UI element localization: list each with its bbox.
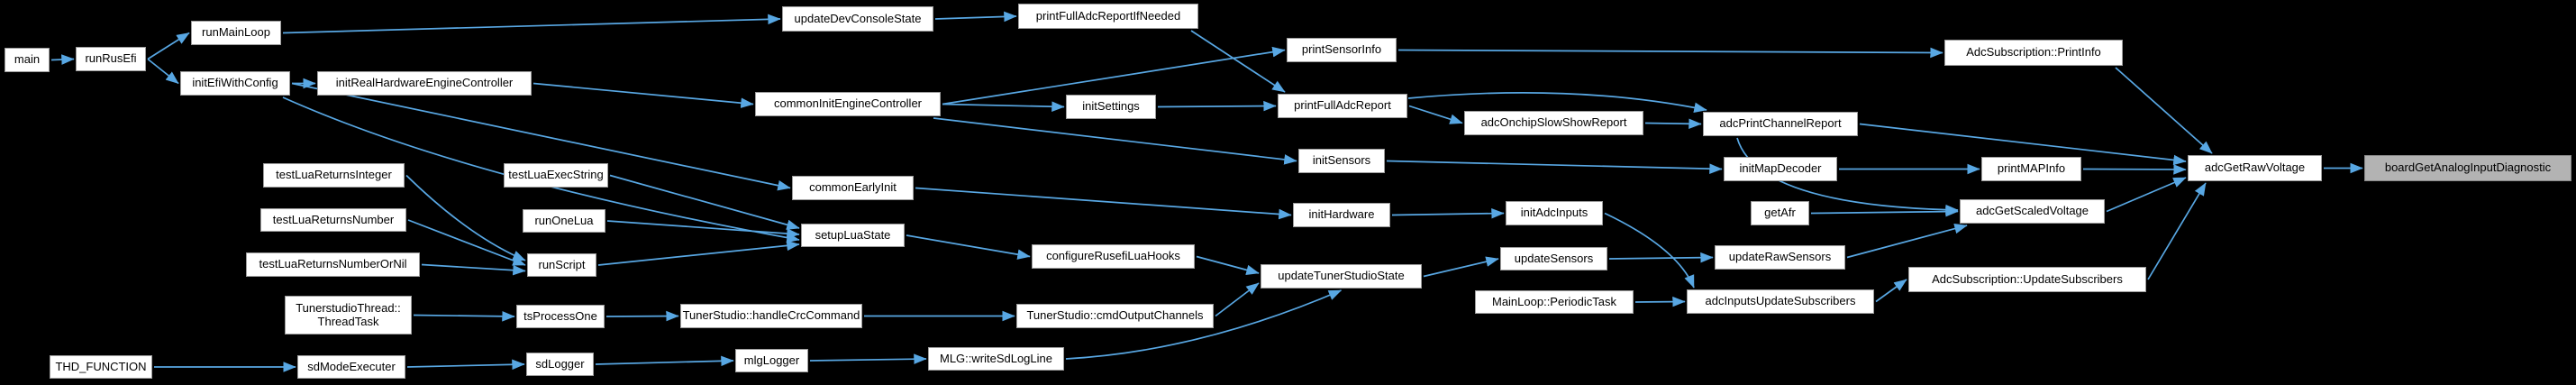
edge-printSensorInfo-to-AdcPrintInfo (1397, 47, 1943, 59)
graph-node-writeSdLogLine[interactable]: MLG::writeSdLogLine (928, 347, 1064, 371)
graph-node-initSensors[interactable]: initSensors (1298, 149, 1385, 173)
graph-node-sdModeExecuter[interactable]: sdModeExecuter (297, 355, 405, 379)
graph-node-updateSensors[interactable]: updateSensors (1500, 247, 1607, 270)
edge-setupLuaState-to-configureRusefiLuaHooks (906, 234, 1031, 260)
graph-node-runScript[interactable]: runScript (527, 253, 596, 277)
graph-node-commonInitEngineController[interactable]: commonInitEngineController (755, 92, 941, 116)
edge-configureRusefiLuaHooks-to-updateTunerStudioState (1196, 255, 1260, 276)
edge-updateSensors-to-updateRawSensors (1608, 252, 1714, 263)
edge-initEfiWithConfig-to-commonEarlyInit (291, 82, 791, 191)
graph-node-testLuaReturnsNumber[interactable]: testLuaReturnsNumber (260, 208, 406, 232)
graph-node-printFullAdcReport[interactable]: printFullAdcReport (1278, 94, 1407, 118)
graph-node-runMainLoop[interactable]: runMainLoop (191, 21, 281, 45)
graph-node-commonEarlyInit[interactable]: commonEarlyInit (792, 176, 914, 200)
edge-ThreadTask-to-tsProcessOne (413, 311, 515, 322)
edge-commonInitEngineController-to-initSensors (933, 117, 1297, 165)
graph-node-initAdcInputs[interactable]: initAdcInputs (1506, 201, 1603, 225)
graph-node-initSettings[interactable]: initSettings (1066, 95, 1156, 119)
edge-updateDevConsoleState-to-printFullAdcReportIfNeeded (934, 11, 1017, 23)
edge-MainLoopPeriodicTask-to-adcInputsUpdateSubscribers (1634, 296, 1686, 307)
graph-node-testLuaReturnsNumberOrNil[interactable]: testLuaReturnsNumberOrNil (246, 252, 420, 277)
edge-updateTunerStudioState-to-updateSensors (1423, 256, 1499, 278)
graph-node-boardGetAnalogInputDiagnostic: boardGetAnalogInputDiagnostic (2364, 155, 2571, 181)
graph-node-MainLoopPeriodicTask[interactable]: MainLoop::PeriodicTask (1475, 290, 1634, 314)
graph-node-AdcPrintInfo[interactable]: AdcSubscription::PrintInfo (1944, 40, 2123, 66)
edge-testLuaReturnsInteger-to-runScript (405, 174, 526, 261)
edge-commonInitEngineController-to-initSettings (942, 101, 1065, 112)
edge-initAdcInputs-to-adcInputsUpdateSubscribers (1604, 212, 1695, 289)
graph-node-updateTunerStudioState[interactable]: updateTunerStudioState (1261, 264, 1422, 289)
graph-node-runOneLua[interactable]: runOneLua (523, 209, 605, 233)
graph-node-printFullAdcReportIfNeeded[interactable]: printFullAdcReportIfNeeded (1018, 4, 1198, 29)
edge-commonInitEngineController-to-printSensorInfo (942, 46, 1286, 105)
edge-runRusEfi-to-initEfiWithConfig (147, 58, 179, 85)
graph-node-adcPrintChannelReport[interactable]: adcPrintChannelReport (1703, 112, 1858, 136)
edge-runOneLua-to-setupLuaState (606, 220, 800, 239)
edge-cmdOutputChannels-to-updateTunerStudioState (1215, 282, 1260, 317)
edge-mlgLogger-to-writeSdLogLine (809, 353, 927, 364)
graph-node-initHardware[interactable]: initHardware (1293, 203, 1390, 227)
graph-node-configureRusefiLuaHooks[interactable]: configureRusefiLuaHooks (1032, 244, 1195, 269)
edge-adcInputsUpdateSubscribers-to-AdcUpdateSubscribers (1875, 279, 1907, 303)
edge-adcGetScaledVoltage-to-adcGetRawVoltage (2106, 177, 2187, 213)
graph-node-runRusEfi[interactable]: runRusEfi (76, 47, 146, 71)
edge-sdModeExecuter-to-sdLogger (406, 359, 525, 371)
graph-node-printSensorInfo[interactable]: printSensorInfo (1287, 38, 1397, 62)
edge-runScript-to-setupLuaState (597, 240, 800, 266)
edge-tsProcessOne-to-handleCrcCommand (605, 310, 679, 322)
graph-node-mlgLogger[interactable]: mlgLogger (735, 349, 808, 372)
edge-adcPrintChannelReport-to-adcGetRawVoltage (1859, 123, 2187, 166)
edge-runMainLoop-to-updateDevConsoleState (282, 14, 781, 34)
edge-testLuaExecString-to-setupLuaState (609, 174, 800, 230)
graph-node-getAfr[interactable]: getAfr (1751, 201, 1809, 225)
edge-getAfr-to-adcGetScaledVoltage (1810, 206, 1959, 217)
edge-AdcUpdateSubscribers-to-adcGetRawVoltage (2147, 182, 2207, 280)
graph-node-printMAPInfo[interactable]: printMAPInfo (1981, 157, 2081, 181)
edge-initSettings-to-printFullAdcReport (1157, 100, 1277, 112)
edge-initSensors-to-initMapDecoder (1386, 160, 1723, 174)
graph-node-updateRawSensors[interactable]: updateRawSensors (1715, 245, 1845, 270)
graph-node-testLuaReturnsInteger[interactable]: testLuaReturnsInteger (263, 163, 405, 188)
graph-node-testLuaExecString[interactable]: testLuaExecString (504, 163, 608, 188)
edge-AdcPrintInfo-to-adcGetRawVoltage (2115, 67, 2213, 154)
edge-printFullAdcReport-to-adcPrintChannelReport (1407, 92, 1707, 113)
graph-node-initEfiWithConfig[interactable]: initEfiWithConfig (180, 71, 290, 96)
graph-node-sdLogger[interactable]: sdLogger (526, 353, 594, 376)
edge-writeSdLogLine-to-updateTunerStudioState (1065, 289, 1343, 360)
edge-initHardware-to-initAdcInputs (1391, 207, 1505, 219)
graph-node-initRealHardwareEngineController[interactable]: initRealHardwareEngineController (317, 71, 532, 96)
edge-testLuaReturnsNumber-to-runScript (407, 219, 526, 266)
graph-node-main[interactable]: main (5, 48, 50, 72)
graph-node-updateDevConsoleState[interactable]: updateDevConsoleState (782, 6, 933, 32)
graph-node-handleCrcCommand[interactable]: TunerStudio::handleCrcCommand (680, 304, 862, 328)
edge-sdLogger-to-mlgLogger (595, 355, 734, 367)
graph-node-adcGetScaledVoltage[interactable]: adcGetScaledVoltage (1960, 199, 2105, 224)
edge-commonEarlyInit-to-initHardware (915, 187, 1292, 220)
graph-node-initMapDecoder[interactable]: initMapDecoder (1724, 157, 1837, 181)
edge-testLuaReturnsNumberOrNil-to-runScript (421, 263, 526, 276)
edge-adcPrintChannelReport-to-adcGetScaledVoltage (1736, 137, 1959, 215)
graph-node-AdcUpdateSubscribers[interactable]: AdcSubscription::UpdateSubscribers (1908, 267, 2146, 292)
graph-node-adcGetRawVoltage[interactable]: adcGetRawVoltage (2188, 155, 2322, 181)
graph-node-THD_FUNCTION[interactable]: THD_FUNCTION (50, 355, 152, 379)
edge-updateRawSensors-to-adcGetScaledVoltage (1846, 223, 1968, 259)
graph-node-adcInputsUpdateSubscribers[interactable]: adcInputsUpdateSubscribers (1687, 289, 1874, 314)
graph-node-adcOnchipSlowShowReport[interactable]: adcOnchipSlowShowReport (1464, 111, 1643, 135)
edge-printFullAdcReportIfNeeded-to-printFullAdcReport (1190, 30, 1286, 93)
graph-node-ThreadTask[interactable]: TunerstudioThread:: ThreadTask (285, 296, 412, 335)
edge-runRusEfi-to-runMainLoop (147, 32, 190, 60)
edge-initRealHardwareEngineController-to-commonInitEngineController (532, 82, 754, 108)
graph-node-tsProcessOne[interactable]: tsProcessOne (516, 305, 605, 328)
graph-node-setupLuaState[interactable]: setupLuaState (801, 224, 905, 247)
edge-printFullAdcReport-to-adcOnchipSlowShowReport (1408, 105, 1463, 124)
graph-node-cmdOutputChannels[interactable]: TunerStudio::cmdOutputChannels (1016, 304, 1214, 328)
